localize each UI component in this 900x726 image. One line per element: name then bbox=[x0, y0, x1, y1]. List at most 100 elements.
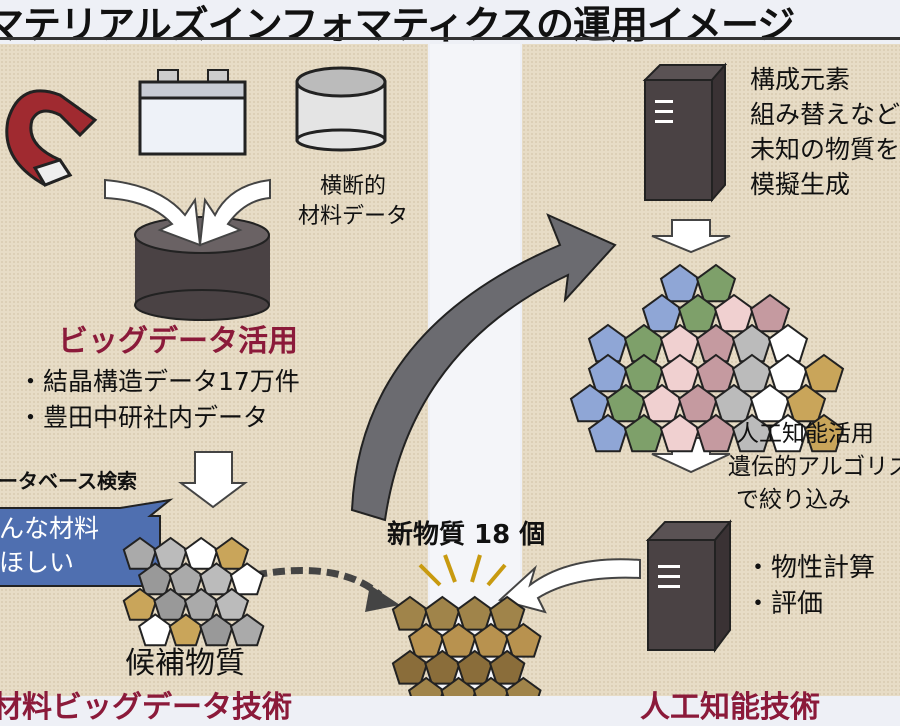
text-line: 組み替えなどで bbox=[750, 100, 900, 129]
crystal-pentagon bbox=[229, 562, 265, 596]
label-line: 材料データ bbox=[298, 204, 409, 229]
crystal-pentagon bbox=[505, 622, 542, 658]
crystal-pentagon bbox=[767, 353, 809, 393]
crystal-pentagon bbox=[183, 587, 219, 621]
battery-icon bbox=[138, 69, 247, 156]
big-data-heading: ビッグデータ活用 bbox=[58, 324, 298, 359]
crystal-pentagon bbox=[122, 587, 158, 621]
bullet-item: ・評価 bbox=[745, 589, 824, 619]
crystal-pentagon bbox=[407, 676, 445, 696]
crystal-pentagon bbox=[659, 263, 701, 303]
text-line: 未知の物質を bbox=[750, 135, 900, 164]
crystal-pentagon bbox=[183, 536, 219, 570]
sparkle-lines-icon bbox=[418, 554, 507, 587]
cross-data-label: 横断的 材料データ bbox=[298, 172, 408, 232]
crystal-pentagon bbox=[214, 536, 250, 570]
crystal-pentagon bbox=[199, 562, 234, 596]
crystal-pentagon bbox=[472, 676, 510, 696]
magnet-icon bbox=[5, 89, 98, 187]
server-icon-bottom bbox=[645, 519, 733, 653]
bullet-item: ・物性計算 bbox=[745, 553, 876, 583]
crystal-pentagon bbox=[424, 595, 461, 631]
crystal-pentagon bbox=[229, 613, 265, 647]
crystal-pentagon bbox=[695, 353, 737, 393]
crystal-pentagon bbox=[137, 613, 173, 647]
crystal-pentagon bbox=[168, 613, 204, 647]
speech-bubble: こんな材料 がほしい bbox=[0, 512, 99, 580]
crystal-pentagon bbox=[731, 413, 773, 453]
big-curved-arrow-icon bbox=[350, 213, 617, 522]
new-materials-label: 新物質 18 個 bbox=[387, 520, 546, 550]
crystal-pentagon bbox=[122, 536, 158, 570]
crystal-pentagon bbox=[731, 353, 773, 393]
curved-arrow-to-new-materials-icon bbox=[497, 558, 641, 614]
bubble-line: がほしい bbox=[0, 548, 75, 577]
crystal-pentagon bbox=[391, 649, 429, 685]
crystal-pentagon bbox=[677, 293, 719, 333]
crystal-pentagon bbox=[488, 649, 526, 685]
ai-filter-text: 人工知能活用 遺伝的アルゴリズム で絞り込み bbox=[728, 418, 900, 517]
crystal-pentagon bbox=[199, 613, 234, 647]
bubble-line: こんな材料 bbox=[0, 514, 100, 543]
crystal-pentagon bbox=[641, 293, 683, 333]
crystal-pentagon bbox=[803, 353, 845, 393]
crystal-pentagon bbox=[505, 676, 542, 696]
bullet-item: ・豊田中研社内データ bbox=[18, 403, 269, 432]
crystal-pentagon bbox=[488, 595, 526, 631]
merge-arrow-right-icon bbox=[198, 178, 271, 247]
down-arrow-icon bbox=[651, 219, 731, 254]
crystal-pentagon bbox=[623, 413, 665, 453]
text-line: 模擬生成 bbox=[750, 170, 851, 199]
text-line: で絞り込み bbox=[736, 487, 851, 513]
bullet-item: ・結晶構造データ17万件 bbox=[18, 367, 300, 396]
right-footer: 人工知能技術 bbox=[640, 690, 820, 725]
crystal-pentagon bbox=[803, 413, 845, 453]
text-line: 遺伝的アルゴリズム bbox=[728, 454, 900, 480]
candidates-label: 候補物質 bbox=[125, 646, 245, 681]
crystal-pentagon bbox=[713, 383, 755, 423]
server-icon-top bbox=[642, 62, 728, 203]
crystal-pentagon bbox=[659, 413, 701, 453]
dashed-arrow-icon bbox=[254, 567, 383, 598]
title-divider bbox=[0, 37, 900, 40]
crystal-pentagon bbox=[569, 383, 611, 423]
crystal-pentagon bbox=[456, 595, 494, 631]
illustrations bbox=[0, 62, 845, 696]
text-line: 人工知能活用 bbox=[736, 421, 874, 447]
crystal-pentagon bbox=[695, 263, 737, 303]
crystal-pentagon bbox=[214, 587, 250, 621]
left-footer: 材料ビッグデータ技術 bbox=[0, 690, 292, 725]
crystal-pentagon bbox=[456, 649, 494, 685]
crystal-pentagon bbox=[749, 293, 791, 333]
crystal-pentagon bbox=[587, 353, 629, 393]
crystal-pentagon bbox=[153, 587, 188, 621]
crystal-pentagon bbox=[623, 353, 665, 393]
crystal-pentagon bbox=[168, 562, 204, 596]
crystal-pentagon bbox=[677, 383, 719, 423]
crystal-pentagon bbox=[713, 293, 755, 333]
catalyst-honeycomb-icon bbox=[295, 66, 387, 152]
simulation-text: 構成元素 組み替えなどで 未知の物質を 模擬生成 bbox=[750, 62, 900, 202]
crystal-pentagon bbox=[587, 413, 629, 453]
db-search-label: データベース検索 bbox=[0, 469, 137, 493]
crystal-pentagon bbox=[440, 676, 477, 696]
crystal-pentagon bbox=[659, 353, 701, 393]
big-data-bullets: ・結晶構造データ17万件 ・豊田中研社内データ bbox=[18, 364, 300, 436]
crystal-pentagon bbox=[137, 562, 173, 596]
text-line: 構成元素 bbox=[750, 65, 851, 94]
label-line: 横断的 bbox=[320, 174, 387, 199]
crystal-pentagon bbox=[695, 413, 737, 453]
crystal-pentagon bbox=[424, 649, 461, 685]
crystal-pentagon bbox=[472, 622, 510, 658]
crystal-pentagon bbox=[785, 383, 827, 423]
crystal-pentagon bbox=[407, 622, 445, 658]
crystal-pentagon bbox=[440, 622, 477, 658]
down-arrow-icon bbox=[178, 451, 248, 509]
evaluation-text: ・物性計算 ・評価 bbox=[745, 550, 875, 622]
crystal-pentagon bbox=[641, 383, 683, 423]
crystal-pentagon bbox=[153, 536, 188, 570]
crystal-pentagon bbox=[767, 413, 809, 453]
crystal-pentagon bbox=[749, 383, 791, 423]
crystal-pentagon bbox=[605, 383, 647, 423]
crystal-pentagon bbox=[391, 595, 429, 631]
